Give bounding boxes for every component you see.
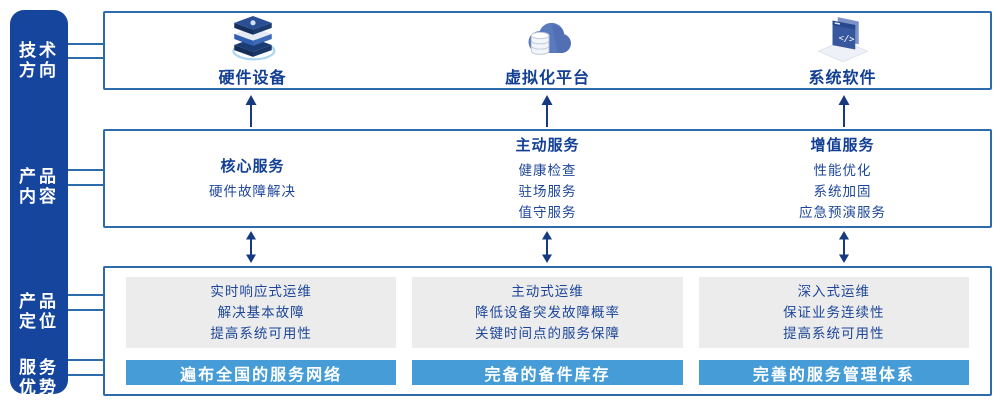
service-item: 驻场服务 — [518, 184, 577, 199]
connector-line — [68, 374, 103, 376]
connector-line — [68, 294, 103, 296]
sidebar-label-tech-direction: 技术 方向 — [10, 41, 68, 81]
service-item: 健康检查 — [518, 163, 577, 178]
service-item: 应急预演服务 — [799, 205, 886, 220]
double-arrow-icon — [399, 230, 695, 264]
position-line: 深入式运维 — [797, 284, 871, 299]
product-position-box: 实时响应式运维 解决基本故障 提高系统可用性 遍布全国的服务网络 主动式运维 降… — [103, 266, 992, 396]
position-column-proactive: 主动式运维 降低设备突发故障概率 关键时间点的服务保障 完备的备件库存 — [412, 277, 683, 385]
service-item: 系统加固 — [813, 184, 872, 199]
position-column-indepth: 深入式运维 保证业务连续性 提高系统可用性 完善的服务管理体系 — [698, 277, 969, 385]
double-arrow-icon — [696, 230, 992, 264]
sidebar-label-line: 服务 — [19, 358, 59, 377]
svg-text:</>: </> — [838, 33, 855, 45]
sidebar-label-service-advantage: 服务 优势 — [10, 358, 68, 398]
code-window-icon: </> — [815, 14, 871, 62]
double-arrow-row — [103, 230, 992, 264]
connector-line — [68, 169, 103, 171]
position-line: 实时响应式运维 — [210, 284, 312, 299]
service-item: 值守服务 — [518, 205, 577, 220]
service-column-active: 主动服务 健康检查 驻场服务 值守服务 — [400, 131, 695, 226]
position-line: 降低设备突发故障概率 — [474, 305, 620, 320]
sidebar-label-line: 方向 — [19, 61, 59, 80]
connector-line — [68, 359, 103, 361]
sidebar: 技术 方向 产品 内容 产品 定位 服务 优势 — [10, 10, 68, 397]
sidebar-label-line: 优势 — [19, 378, 59, 397]
service-column-title: 增值服务 — [810, 137, 875, 154]
connector-line — [68, 43, 103, 45]
position-line: 提高系统可用性 — [783, 326, 885, 341]
server-stack-icon — [225, 14, 281, 62]
position-line: 主动式运维 — [511, 284, 584, 299]
service-column-title: 主动服务 — [515, 137, 580, 154]
position-card: 深入式运维 保证业务连续性 提高系统可用性 — [698, 277, 969, 348]
advantage-banner: 完备的备件库存 — [412, 360, 683, 385]
sidebar-label-line: 产品 — [19, 292, 59, 311]
cloud-database-icon — [520, 14, 576, 62]
sidebar-label-product-position: 产品 定位 — [10, 292, 68, 332]
position-line: 关键时间点的服务保障 — [474, 326, 620, 341]
tech-item-hardware: 硬件设备 — [105, 13, 400, 88]
tech-direction-box: 硬件设备 虚拟化平台 — [103, 11, 992, 90]
sidebar-label-line: 技术 — [19, 41, 59, 60]
service-item: 性能优化 — [813, 163, 872, 178]
position-card: 主动式运维 降低设备突发故障概率 关键时间点的服务保障 — [412, 277, 683, 348]
tech-item-label: 硬件设备 — [218, 69, 287, 87]
up-arrow-icon — [103, 94, 399, 127]
connector-line — [68, 57, 103, 59]
connector-line — [68, 309, 103, 311]
product-content-box: 核心服务 硬件故障解决 主动服务 健康检查 驻场服务 值守服务 增值服务 性能优… — [103, 129, 992, 228]
tech-item-label: 虚拟化平台 — [504, 69, 590, 87]
tech-item-label: 系统软件 — [808, 69, 877, 87]
connector-line — [68, 184, 103, 186]
service-column-core: 核心服务 硬件故障解决 — [105, 131, 400, 226]
tech-item-virtualization: 虚拟化平台 — [400, 13, 695, 88]
service-item: 硬件故障解决 — [209, 184, 296, 199]
sidebar-label-product-content: 产品 内容 — [10, 167, 68, 207]
sidebar-label-line: 内容 — [19, 187, 59, 206]
position-column-realtime: 实时响应式运维 解决基本故障 提高系统可用性 遍布全国的服务网络 — [126, 277, 397, 385]
advantage-banner: 完善的服务管理体系 — [698, 360, 969, 385]
position-line: 提高系统可用性 — [210, 326, 312, 341]
position-card: 实时响应式运维 解决基本故障 提高系统可用性 — [126, 277, 397, 348]
advantage-banner: 遍布全国的服务网络 — [126, 360, 397, 385]
up-arrow-icon — [399, 94, 695, 127]
double-arrow-icon — [103, 230, 399, 264]
position-line: 解决基本故障 — [217, 305, 305, 320]
tech-item-system-software: </> 系统软件 — [695, 13, 990, 88]
sidebar-label-line: 产品 — [19, 167, 59, 186]
service-column-value-added: 增值服务 性能优化 系统加固 应急预演服务 — [695, 131, 990, 226]
up-arrow-row — [103, 94, 992, 127]
service-column-title: 核心服务 — [220, 158, 285, 175]
sidebar-label-line: 定位 — [19, 312, 59, 331]
up-arrow-icon — [696, 94, 992, 127]
position-line: 保证业务连续性 — [783, 305, 885, 320]
